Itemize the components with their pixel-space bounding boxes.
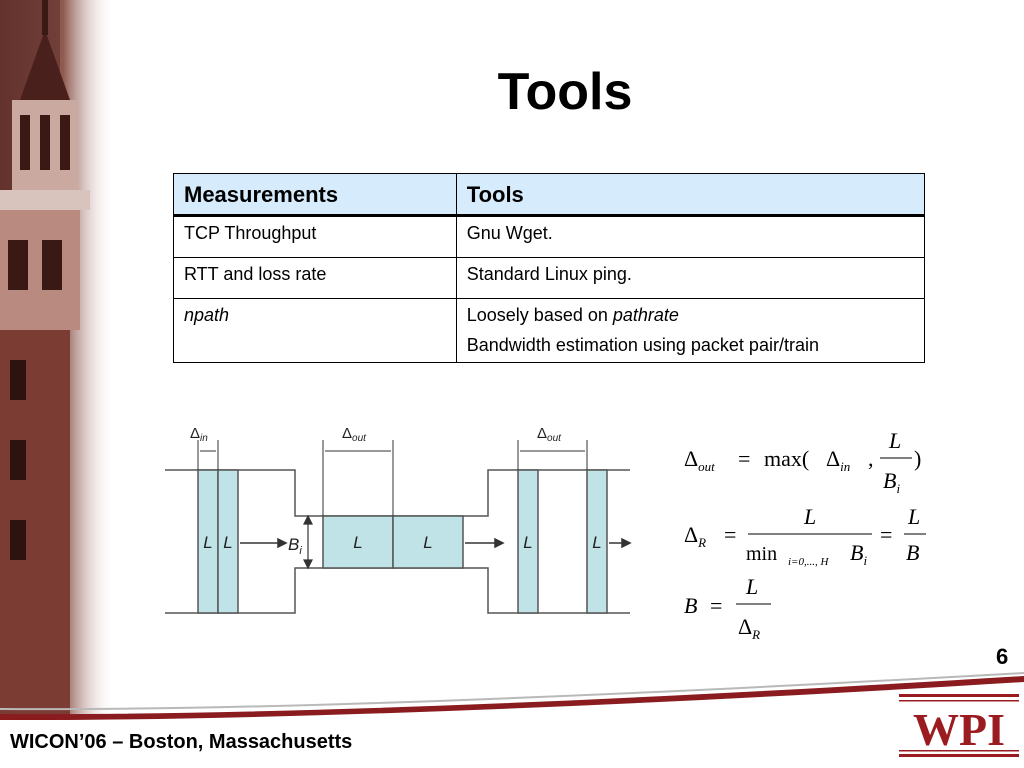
cell-measurement: npath: [173, 298, 457, 363]
cell-tool: Standard Linux ping.: [455, 257, 926, 299]
packet-box: [217, 469, 239, 614]
table-row: RTT and loss rate Standard Linux ping.: [173, 257, 926, 299]
packet-box: [517, 469, 539, 614]
svg-text:L: L: [888, 428, 901, 453]
npath-label: npath: [184, 305, 230, 325]
bottleneck-label: Bi: [288, 535, 302, 557]
svg-text:i=0,..., H: i=0,..., H: [788, 556, 829, 568]
tools-table: Measurements Tools TCP Throughput Gnu Wg…: [173, 173, 926, 363]
packet-box: [392, 515, 464, 569]
svg-text:min: min: [746, 543, 777, 565]
svg-text:Δin: Δin: [826, 446, 850, 474]
header-tools: Tools: [455, 173, 926, 217]
delta-out-label: Δout: [537, 425, 562, 444]
svg-text:L: L: [745, 574, 758, 599]
packet-pair-diagram: L L L L L L Bi Δin Δout Δout: [165, 425, 632, 614]
cell-measurement: TCP Throughput: [173, 215, 457, 258]
svg-text:B: B: [906, 540, 919, 565]
dispersion-formulas: Δout = max( Δin , L Bi ) ΔR = L min i=0,…: [684, 428, 926, 642]
svg-text:): ): [914, 446, 921, 471]
svg-text:=: =: [710, 593, 722, 618]
pathrate-label: pathrate: [612, 305, 679, 325]
clock-tower-photo: [0, 0, 115, 720]
svg-text:WPI: WPI: [913, 704, 1005, 755]
slide-title: Tools: [497, 63, 633, 121]
page-number: 6: [996, 644, 1009, 669]
footer-text: WICON’06 – Boston, Massachusetts: [10, 731, 353, 753]
cell-tool: Loosely based on pathrate Bandwidth esti…: [455, 298, 926, 363]
svg-text:ΔR: ΔR: [684, 522, 706, 550]
delta-in-label: Δin: [190, 425, 208, 444]
table-row: npath Loosely based on pathrate Bandwidt…: [173, 298, 926, 363]
packet-label: L: [353, 533, 362, 552]
header-measurements: Measurements: [173, 173, 457, 217]
formula-b: B = L ΔR: [684, 574, 771, 642]
footer-band: [0, 672, 1024, 721]
cell-measurement: RTT and loss rate: [173, 257, 457, 299]
svg-text:max(: max(: [764, 446, 809, 471]
cell-tool: Gnu Wget.: [455, 215, 926, 258]
svg-text:Bi: Bi: [850, 540, 867, 568]
svg-text:Δout: Δout: [684, 446, 715, 474]
packet-label: L: [523, 533, 532, 552]
svg-text:=: =: [880, 522, 892, 547]
tool-prefix: Loosely based on: [466, 305, 613, 325]
formula-delta-r: ΔR = L min i=0,..., H Bi = L B: [684, 504, 926, 568]
svg-text:=: =: [724, 522, 736, 547]
svg-text:L: L: [907, 504, 920, 529]
packet-box: [322, 515, 394, 569]
tool-description: Bandwidth estimation using packet pair/t…: [466, 335, 819, 355]
packet-label: L: [223, 533, 232, 552]
wpi-logo: WPI: [899, 694, 1019, 757]
table-header-row: Measurements Tools: [173, 173, 926, 217]
packet-box: [586, 469, 608, 614]
svg-text:Bi: Bi: [883, 468, 900, 496]
svg-text:=: =: [738, 446, 750, 471]
svg-text:B: B: [684, 593, 697, 618]
packet-label: L: [203, 533, 212, 552]
delta-out-label: Δout: [342, 425, 367, 444]
packet-label: L: [592, 533, 601, 552]
formula-delta-out: Δout = max( Δin , L Bi ): [684, 428, 921, 496]
svg-text:ΔR: ΔR: [738, 614, 760, 642]
table-row: TCP Throughput Gnu Wget.: [173, 215, 926, 258]
svg-text:,: ,: [868, 446, 874, 471]
packet-label: L: [423, 533, 432, 552]
svg-text:L: L: [803, 504, 816, 529]
